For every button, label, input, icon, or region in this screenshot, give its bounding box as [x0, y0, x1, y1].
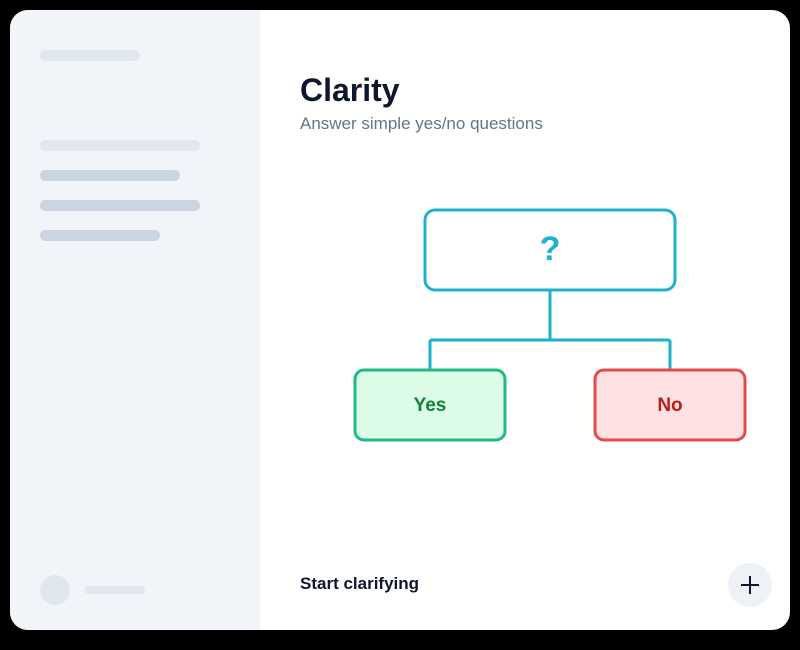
question-node: ?: [423, 208, 677, 292]
user-name-placeholder: [85, 586, 145, 594]
yes-box[interactable]: [353, 368, 507, 442]
sidebar-item-placeholder-4[interactable]: [40, 230, 160, 241]
main-content: Clarity Answer simple yes/no questions ?…: [260, 10, 790, 630]
question-mark-icon: ?: [540, 230, 561, 268]
sidebar-item-placeholder-2[interactable]: [40, 170, 180, 181]
sidebar-item-placeholder-1[interactable]: [40, 140, 200, 151]
no-node[interactable]: No: [593, 368, 747, 442]
no-label: No: [657, 395, 682, 416]
add-button[interactable]: [728, 563, 772, 607]
yes-label: Yes: [414, 395, 447, 416]
app-window: Clarity Answer simple yes/no questions ?…: [10, 10, 790, 630]
page-title: Clarity: [300, 72, 400, 108]
sidebar: [10, 10, 260, 630]
plus-icon: [741, 576, 759, 594]
start-clarifying-label[interactable]: Start clarifying: [300, 574, 420, 593]
page-subtitle: Answer simple yes/no questions: [300, 114, 543, 133]
yes-node[interactable]: Yes: [353, 368, 507, 442]
sidebar-item-placeholder-3[interactable]: [40, 200, 200, 211]
no-box[interactable]: [593, 368, 747, 442]
sidebar-title-placeholder: [40, 50, 140, 61]
question-box: [423, 208, 677, 292]
decision-diagram: ? Yes No: [353, 208, 747, 442]
connector-lines: [428, 290, 672, 370]
avatar[interactable]: [40, 575, 70, 605]
